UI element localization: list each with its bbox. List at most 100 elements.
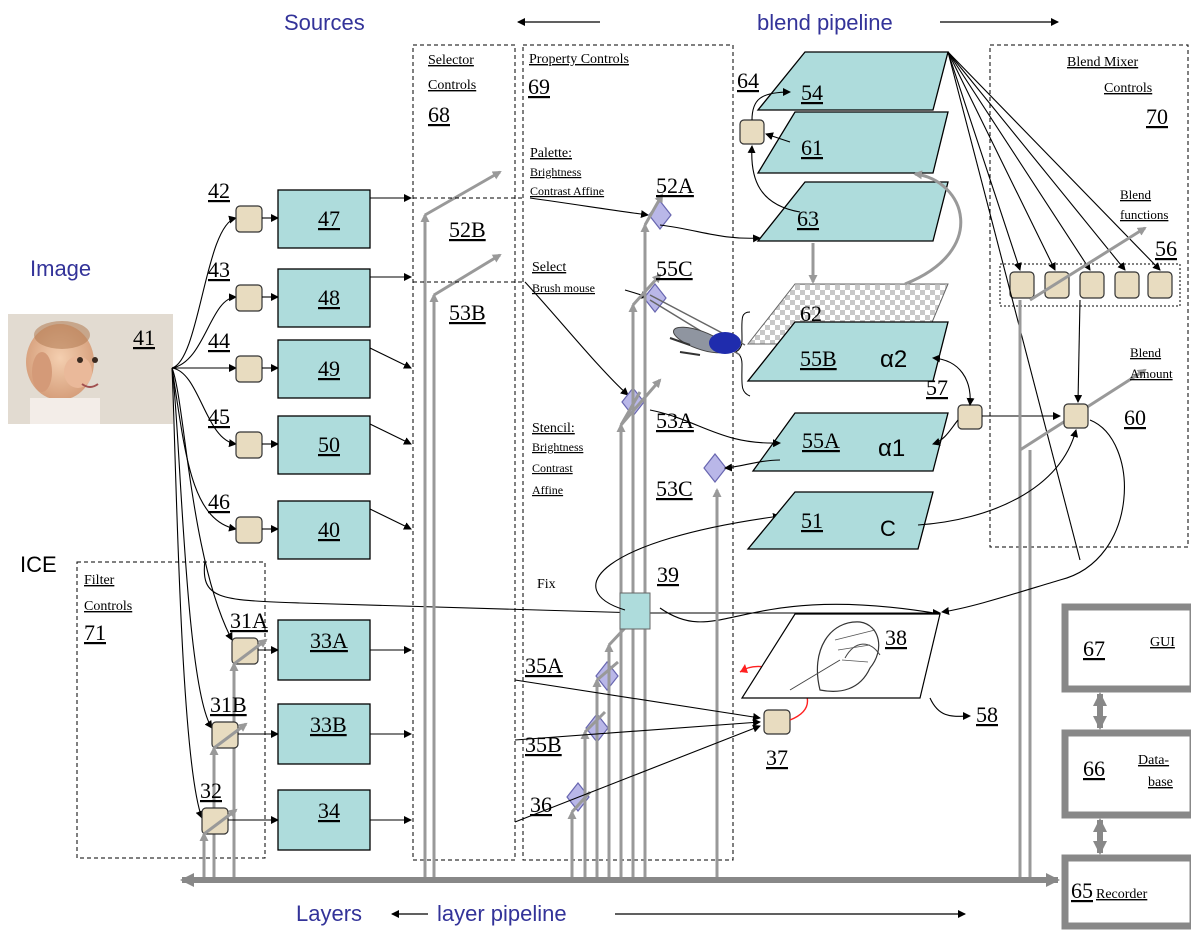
filter-control-31B[interactable] [212, 722, 238, 748]
ref-57: 57 [926, 375, 948, 400]
ref-52B: 52B [449, 217, 486, 242]
source-ctrl-num-45: 45 [208, 404, 230, 429]
layer-54 [758, 52, 948, 110]
ref-37: 37 [766, 745, 788, 770]
source-image-num: 41 [133, 325, 155, 350]
control-64[interactable] [740, 120, 764, 144]
filter-num-34: 34 [318, 798, 340, 823]
selector-title-1: Selector [428, 53, 474, 68]
ref-53A: 53A [656, 408, 694, 433]
ref-39: 39 [657, 562, 679, 587]
stencil-label-2: Brightness [532, 440, 584, 454]
palette-label-2: Brightness [530, 165, 582, 179]
filter-title-1: Filter [84, 573, 115, 588]
source-ctrl-num-46: 46 [208, 489, 230, 514]
blend-mixer-title-1: Blend Mixer [1067, 55, 1138, 70]
layer-63 [758, 182, 948, 241]
line-35B-37 [515, 722, 760, 740]
brush-mouse-icon [650, 295, 745, 358]
layer-54-num: 54 [801, 80, 823, 105]
source-control-42[interactable] [236, 206, 262, 232]
select-to-53A-arrow [525, 282, 628, 395]
sources-heading: Sources [284, 10, 365, 35]
blend-function-5[interactable] [1148, 272, 1172, 298]
line-35A-37 [515, 680, 760, 718]
blend-function-controls [1010, 272, 1172, 298]
blend-pipeline-heading: blend pipeline [757, 10, 893, 35]
source-control-43[interactable] [236, 285, 262, 311]
database-num: 66 [1083, 756, 1105, 781]
control-37[interactable] [764, 710, 790, 734]
source-num-40: 40 [318, 517, 340, 542]
box-to-selector-arrow [370, 424, 411, 444]
blend-amount-label-1: Blend [1130, 345, 1162, 360]
ref-55C: 55C [656, 256, 693, 281]
blend-function-2[interactable] [1045, 272, 1069, 298]
blend-mixer-title-2: Controls [1104, 81, 1152, 96]
sketch-panel-38 [742, 614, 940, 698]
palette-label-1: Palette: [530, 146, 572, 161]
image-heading: Image [30, 256, 91, 281]
layer-55B-num: 55B [800, 346, 837, 371]
blend-functions-label-2: functions [1120, 207, 1168, 222]
recorder-num: 65 [1071, 878, 1093, 903]
filter-ctrl-num-31B: 31B [210, 692, 247, 717]
select-label-1: Select [532, 260, 566, 275]
alpha2-label: α2 [880, 346, 907, 373]
diamond-53C[interactable] [704, 454, 726, 482]
layer-51 [748, 492, 933, 549]
source-ctrl-num-42: 42 [208, 178, 230, 203]
stencil-label-1: Stencil: [532, 421, 575, 436]
fix-label: Fix [537, 577, 556, 592]
fix-box-39 [620, 593, 650, 629]
stencil-label-4: Affine [532, 483, 563, 497]
blend-function-1[interactable] [1010, 272, 1034, 298]
control-57[interactable] [958, 405, 982, 429]
layer-55A-num: 55A [802, 428, 840, 453]
ref-58: 58 [976, 702, 998, 727]
source-ctrl-num-44: 44 [208, 328, 230, 353]
blend-amount-label-2: Amount [1130, 366, 1173, 381]
selector-title-2: Controls [428, 78, 476, 93]
ref-52A: 52A [656, 173, 694, 198]
arrow-60-38 [942, 420, 1124, 612]
source-num-48: 48 [318, 285, 340, 310]
alpha1-label: α1 [878, 435, 905, 462]
ref-64: 64 [737, 68, 759, 93]
ref-53C: 53C [656, 476, 693, 501]
ref-35B: 35B [525, 732, 562, 757]
filter-control-31A[interactable] [232, 638, 258, 664]
property-title: Property Controls [529, 52, 629, 67]
gui-num: 67 [1083, 636, 1105, 661]
ice-loop-line [204, 560, 940, 613]
c-label: C [880, 516, 896, 541]
palette-arrow [530, 198, 648, 215]
blend-functions-label-1: Blend [1120, 187, 1152, 202]
box-to-selector-arrow [370, 509, 411, 529]
gui-label: GUI [1150, 635, 1175, 650]
filter-control-32[interactable] [202, 808, 228, 834]
arrow-52A-63 [660, 225, 760, 238]
ref-56: 56 [1155, 236, 1177, 261]
blend-function-4[interactable] [1115, 272, 1139, 298]
palette-label-3: Contrast Affine [530, 184, 604, 198]
source-control-45[interactable] [236, 432, 262, 458]
filter-title-2: Controls [84, 599, 132, 614]
selector-grey-arrows [425, 172, 500, 880]
arrow-51-60 [918, 430, 1076, 525]
filter-ctrl-num-31A: 31A [230, 608, 268, 633]
select-label-2: Brush mouse [532, 281, 595, 295]
layer-61-num: 61 [801, 135, 823, 160]
ref-36: 36 [530, 792, 552, 817]
source-control-44[interactable] [236, 356, 262, 382]
arrow-bf-60 [1078, 300, 1080, 402]
source-control-46[interactable] [236, 517, 262, 543]
ref-38: 38 [885, 625, 907, 650]
ref-60: 60 [1124, 405, 1146, 430]
blend-function-3[interactable] [1080, 272, 1104, 298]
control-60[interactable] [1064, 404, 1088, 428]
layers-heading: Layers [296, 901, 362, 926]
ice-heading: ICE [20, 552, 57, 577]
